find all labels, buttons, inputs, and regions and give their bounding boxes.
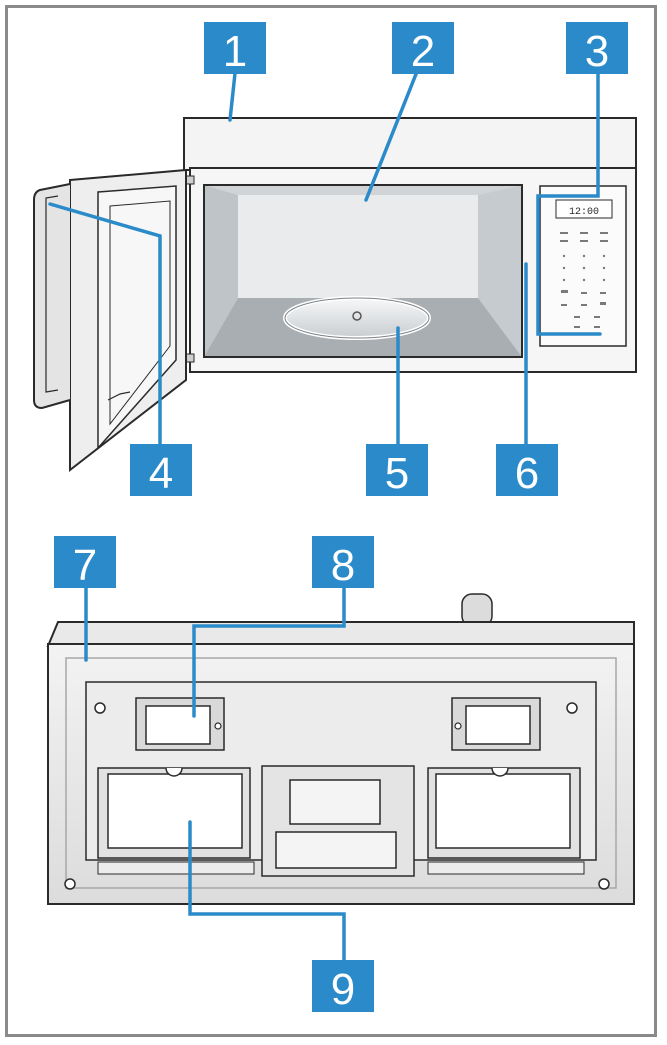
leader-lines [48, 62, 602, 970]
callout-2: 2 [392, 22, 454, 76]
leader-line-3 [536, 66, 602, 336]
leader-line-2 [364, 62, 422, 202]
leader-line-9 [188, 820, 346, 970]
callout-3: 3 [566, 22, 628, 76]
callout-1: 1 [204, 22, 266, 76]
microwave-top-body [183, 117, 637, 171]
callout-label-2: 2 [411, 27, 435, 76]
microwave-front-view: 12:00 [33, 117, 637, 473]
open-door [33, 168, 187, 473]
callout-label-8: 8 [331, 541, 355, 590]
callout-label-9: 9 [331, 965, 355, 1014]
grease-filter-left [97, 767, 251, 859]
callout-label-5: 5 [385, 449, 409, 498]
keypad [560, 232, 608, 328]
display-window [555, 199, 613, 219]
callout-label-4: 4 [149, 449, 173, 498]
callout-label-7: 7 [73, 541, 97, 590]
leader-line-4 [48, 202, 162, 450]
control-panel: 12:00 [539, 185, 627, 347]
callout-5: 5 [366, 444, 428, 498]
center-vent [261, 765, 415, 877]
oven-cavity [203, 184, 523, 358]
callout-7: 7 [54, 536, 116, 590]
callout-6: 6 [496, 444, 558, 498]
screw-holes [64, 702, 610, 890]
grease-filter-right [427, 767, 581, 859]
callout-9: 9 [312, 960, 374, 1014]
cooktop-light-left [135, 697, 225, 751]
callout-label-1: 1 [223, 27, 247, 76]
callout-4: 4 [130, 444, 192, 498]
callout-label-6: 6 [515, 449, 539, 498]
door-handle [33, 183, 71, 410]
leader-line-8 [192, 586, 346, 718]
cooktop-light-right [451, 697, 541, 751]
display-digits: 12:00 [569, 207, 599, 218]
microwave-bottom-view [46, 593, 635, 905]
callout-8: 8 [312, 536, 374, 590]
callout-label-3: 3 [585, 27, 609, 76]
turntable [283, 296, 431, 340]
